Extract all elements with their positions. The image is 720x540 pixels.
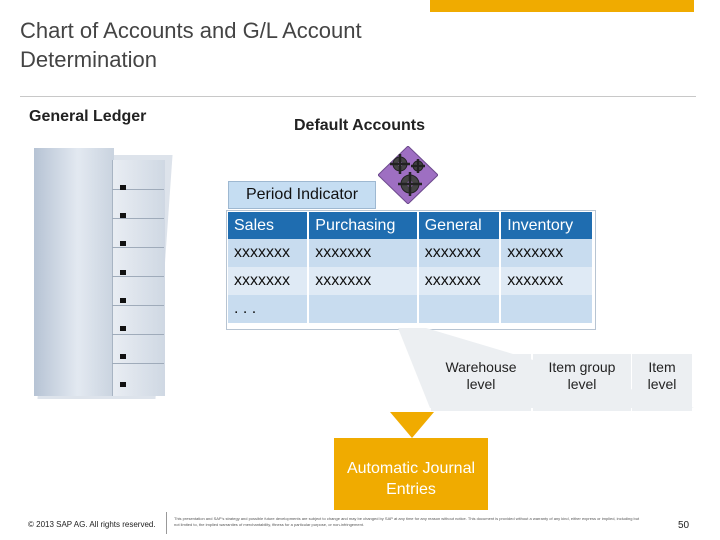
general-ledger-label: General Ledger	[29, 108, 147, 125]
page-number: 50	[678, 520, 690, 531]
drawer-divider	[112, 276, 164, 277]
table-cell: xxxxxxx	[417, 267, 502, 295]
accent-bar	[430, 0, 694, 12]
table-cell	[308, 295, 419, 323]
drawer-handle	[120, 326, 126, 331]
copyright: © 2013 SAP AG. All rights reserved.	[28, 520, 156, 529]
cabinet-front	[112, 160, 165, 396]
level-label: level	[647, 376, 677, 392]
level-label: level	[466, 376, 496, 392]
level-warehouse: Warehouse level	[431, 354, 531, 411]
journal-line: Entries	[386, 481, 436, 498]
footer-divider	[166, 512, 167, 534]
drawer-handle	[120, 354, 126, 359]
down-arrow-icon	[390, 412, 434, 438]
drawer-divider	[112, 247, 164, 248]
table-row: xxxxxxx xxxxxxx xxxxxxx xxxxxxx	[228, 267, 592, 295]
drawer-handle	[120, 241, 126, 246]
drawer-handle	[120, 185, 126, 190]
cabinet-side	[34, 148, 114, 396]
journal-line: Automatic Journal	[346, 460, 476, 477]
default-accounts-label: Default Accounts	[294, 117, 425, 134]
level-label: Item	[648, 359, 676, 375]
column-header-general: General	[417, 212, 502, 239]
level-label: Item group	[548, 359, 616, 375]
drawer-divider	[112, 189, 164, 190]
table-cell: xxxxxxx	[500, 267, 592, 295]
table-cell: xxxxxxx	[228, 267, 310, 295]
drawer-handle	[120, 270, 126, 275]
drawer-divider	[112, 334, 164, 335]
drawer-divider	[112, 305, 164, 306]
drawer-handle	[120, 298, 126, 303]
column-header-inventory: Inventory	[500, 212, 592, 239]
level-item: Item level	[632, 354, 692, 411]
gears-icon	[377, 145, 439, 205]
table-header-row: Sales Purchasing General Inventory	[228, 212, 592, 239]
table-cell: xxxxxxx	[228, 239, 310, 267]
level-label: Warehouse	[445, 359, 517, 375]
table-cell: . . .	[228, 295, 310, 323]
automatic-journal-entries: Automatic Journal Entries	[334, 438, 488, 510]
table-cell: xxxxxxx	[500, 239, 592, 267]
disclaimer: This presentation and SAP's strategy and…	[174, 516, 640, 527]
table-cell	[500, 295, 592, 323]
table-cell: xxxxxxx	[308, 239, 419, 267]
period-indicator: Period Indicator	[228, 181, 376, 209]
table-row: . . .	[228, 295, 592, 323]
divider	[20, 96, 696, 97]
drawer-handle	[120, 213, 126, 218]
page-title: Chart of Accounts and G/L Account Determ…	[20, 18, 362, 72]
drawer-divider	[112, 363, 164, 364]
drawer-handle	[120, 382, 126, 387]
table-cell: xxxxxxx	[417, 239, 502, 267]
default-accounts-table: Sales Purchasing General Inventory xxxxx…	[228, 212, 592, 323]
level-item-group: Item group level	[533, 354, 631, 411]
column-header-sales: Sales	[228, 212, 310, 239]
table-cell	[417, 295, 502, 323]
column-header-purchasing: Purchasing	[308, 212, 419, 239]
table-cell: xxxxxxx	[308, 267, 419, 295]
drawer-divider	[112, 218, 164, 219]
table-row: xxxxxxx xxxxxxx xxxxxxx xxxxxxx	[228, 239, 592, 267]
level-label: level	[567, 376, 597, 392]
